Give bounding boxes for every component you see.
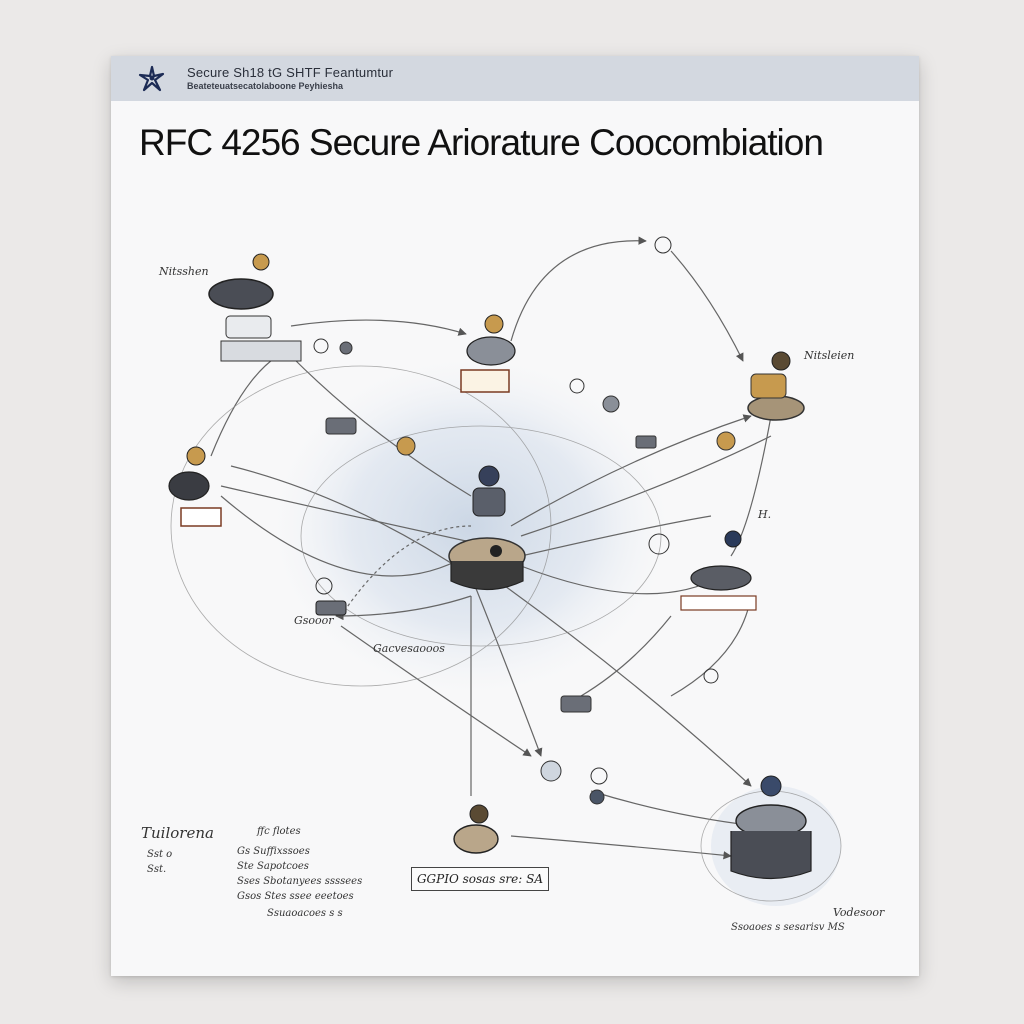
satellite-nodes <box>313 236 736 805</box>
footer-note: Ssoaoes s sesarisv MS <box>731 922 845 933</box>
notes-middle-row-2: Ste Sapotcoes <box>237 861 309 872</box>
left-node-caption: Gsooor <box>294 614 334 627</box>
connection-lines <box>210 236 772 860</box>
notes-middle-footer: Ssuaoacoes s s <box>267 908 343 919</box>
notes-middle-heading: ffc flotes <box>257 826 301 837</box>
right-edge-label: H. <box>757 508 771 521</box>
bottom-right-node: Vodesoor <box>730 775 885 919</box>
top-center-node <box>460 314 516 393</box>
document-title: RFC 4256 Secure Ariorature Coocombiation <box>139 122 824 163</box>
notes-middle-row-3: Sses Sbotanyees ssssees <box>237 876 363 887</box>
star-figure-icon <box>138 65 165 92</box>
notes-left-row-2: Sst. <box>147 864 167 875</box>
left-lower-node: Gsooor Gacvesaooos <box>294 577 445 655</box>
orbit-rings <box>170 365 842 902</box>
header-title: Secure Sh18 tG SHTF Feantumtur <box>187 65 394 80</box>
notes-left-heading: Tuilorena <box>141 824 214 842</box>
central-hub-node <box>448 465 526 590</box>
header-subtitle: Beateteuatsecatolaboone Peyhiesha <box>187 81 344 91</box>
top-right-node-label: Nitsleien <box>803 349 854 362</box>
header-band: Secure Sh18 tG SHTF Feantumtur Beateteua… <box>111 56 919 101</box>
network-diagram: Nitsshen Nitsleien H. <box>158 236 885 919</box>
bottom-right-node-label: Vodesoor <box>833 906 885 919</box>
left-node <box>168 446 222 527</box>
notes-middle-row-1: Gs Suffixssoes <box>237 846 310 857</box>
document-page: Secure Sh18 tG SHTF Feantumtur Beateteua… <box>111 56 919 976</box>
top-left-node: Nitsshen <box>158 253 302 362</box>
diagram-caption-box: GGPIO sosas sre: SA <box>411 867 549 891</box>
top-left-node-label: Nitsshen <box>158 265 209 278</box>
top-right-node: Nitsleien <box>747 349 854 421</box>
left-under-caption: Gacvesaooos <box>373 642 445 655</box>
notes-left-row-1: Sst o <box>147 849 173 860</box>
notes-middle-row-4: Gsos Stes ssee eeetoes <box>237 891 354 902</box>
bottom-center-node <box>453 804 499 854</box>
mid-right-node: H. <box>680 508 771 611</box>
